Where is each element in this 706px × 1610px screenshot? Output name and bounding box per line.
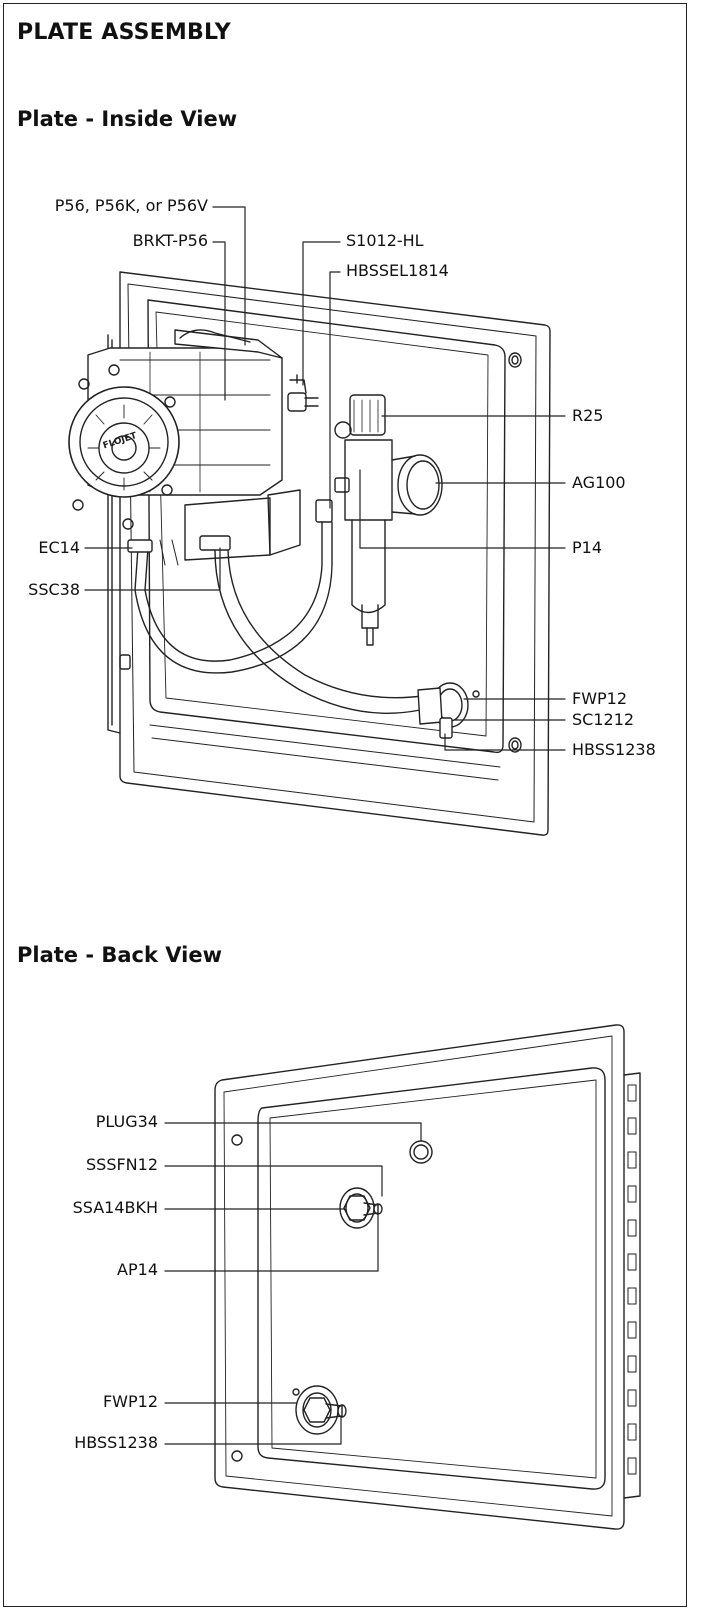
label-ag100: AG100	[572, 473, 626, 492]
label-sssfn12: SSSFN12	[86, 1155, 158, 1174]
label-sc1212: SC1212	[572, 710, 635, 729]
label-plug34: PLUG34	[95, 1112, 158, 1131]
label-hbss1238: HBSS1238	[572, 740, 656, 759]
label-p14: P14	[572, 538, 603, 557]
label-s1012-hl: S1012-HL	[346, 231, 424, 250]
back-plate-outline	[214, 1024, 625, 1530]
inside-view-heading: Plate - Inside View	[17, 107, 238, 131]
label-brkt-p56: BRKT-P56	[132, 231, 208, 250]
label-ap14: AP14	[117, 1260, 158, 1279]
plate-outline	[119, 271, 551, 836]
page-frame	[3, 3, 687, 1607]
label-hbssel1814: HBSSEL1814	[346, 261, 449, 280]
label-r25: R25	[572, 406, 604, 425]
label-fwp12: FWP12	[572, 689, 628, 708]
label-ec14: EC14	[38, 538, 80, 557]
back-view-heading: Plate - Back View	[17, 943, 223, 967]
label-back-fwp12: FWP12	[102, 1392, 158, 1411]
label-back-hbss1238: HBSS1238	[74, 1433, 158, 1452]
inside-view-diagram: FLOJET	[68, 206, 566, 836]
tube-2	[214, 549, 421, 714]
page-title: PLATE ASSEMBLY	[17, 20, 231, 45]
label-p56: P56, P56K, or P56V	[54, 196, 208, 215]
label-ssc38: SSC38	[28, 580, 80, 599]
tube-1	[144, 521, 323, 662]
label-ssa14bkh: SSA14BKH	[72, 1198, 158, 1217]
